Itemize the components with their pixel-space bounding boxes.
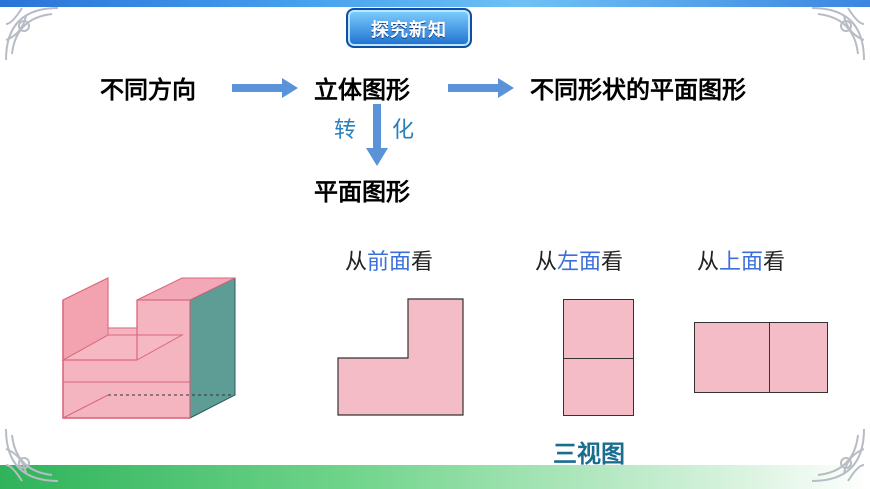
section-badge: 探究新知 (346, 8, 472, 48)
flow-step-solid: 立体图形 (314, 76, 410, 104)
three-views-caption: 三视图 (553, 440, 625, 468)
transform-label-left: 转 (334, 118, 357, 143)
view-label-left-pre: 从 (535, 250, 558, 275)
flow-step-plane-shapes: 不同形状的平面图形 (530, 76, 746, 104)
view-label-front: 从前面看 (345, 244, 433, 276)
view-label-front-highlight: 前面 (367, 250, 412, 275)
section-badge-label: 探究新知 (371, 20, 447, 41)
down-arrow-icon (366, 104, 388, 166)
left-view-upper (563, 299, 634, 359)
view-label-front-post: 看 (411, 250, 434, 275)
top-view-left (694, 322, 770, 393)
view-label-left: 从左面看 (535, 244, 623, 276)
corner-ornament-icon (811, 428, 865, 482)
left-view-lower (563, 358, 634, 416)
flow-plane-figure: 平面图形 (314, 178, 410, 206)
flow-step-directions: 不同方向 (100, 76, 196, 104)
view-label-left-post: 看 (601, 250, 624, 275)
view-label-top: 从上面看 (697, 244, 785, 276)
view-label-top-pre: 从 (697, 250, 720, 275)
solid-figure-illustration (61, 277, 236, 419)
corner-ornament-icon (5, 7, 59, 61)
view-label-top-post: 看 (763, 250, 786, 275)
right-arrow-icon (232, 78, 298, 98)
right-arrow-icon (448, 78, 514, 98)
corner-ornament-icon (5, 428, 59, 482)
bottom-accent-bar (0, 465, 870, 489)
front-view-shape (337, 298, 464, 416)
view-label-left-highlight: 左面 (557, 250, 602, 275)
top-accent-bar (0, 0, 870, 7)
top-view-right (769, 322, 828, 393)
view-label-front-pre: 从 (345, 250, 368, 275)
view-label-top-highlight: 上面 (719, 250, 764, 275)
transform-label-right: 化 (392, 118, 415, 143)
corner-ornament-icon (811, 7, 865, 61)
